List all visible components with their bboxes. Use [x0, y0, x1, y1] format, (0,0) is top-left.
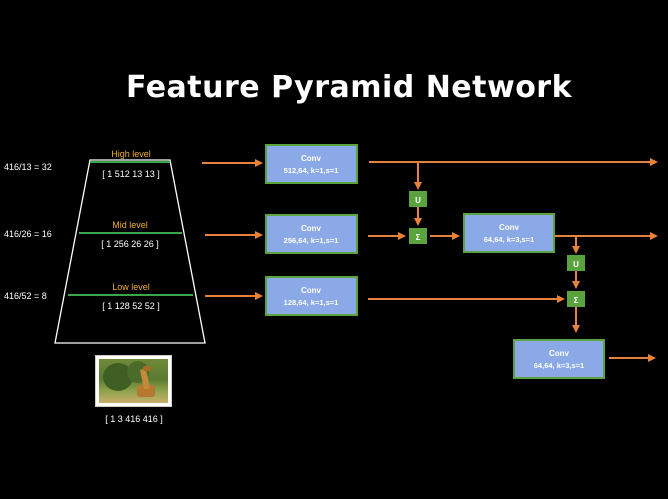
page-title: Feature Pyramid Network: [125, 70, 573, 105]
conv-mid-name: Conv: [301, 224, 322, 233]
conv-mid-out-block: Conv 64,64, k=3,s=1: [463, 213, 555, 253]
conv-mid-out-name: Conv: [499, 223, 520, 232]
conv-low-out-name: Conv: [549, 349, 570, 358]
high-level-dims: [ 1 512 13 13 ]: [102, 169, 160, 179]
mid-scale-label: 416/26 = 16: [4, 229, 52, 239]
upsample-op-1-label: U: [415, 196, 421, 205]
high-scale-label: 416/13 = 32: [4, 162, 52, 172]
low-scale-label: 416/52 = 8: [4, 291, 47, 301]
conv-low-name: Conv: [301, 286, 322, 295]
sum-op-2-label: Σ: [574, 296, 579, 305]
sum-op-2: Σ: [567, 291, 585, 307]
conv-low-out-params: 64,64, k=3,s=1: [534, 361, 584, 370]
mid-level-label: Mid level: [112, 220, 148, 230]
upsample-op-2-label: U: [573, 260, 579, 269]
conv-mid-params: 256,64, k=1,s=1: [284, 236, 339, 245]
conv-high-name: Conv: [301, 154, 322, 163]
mid-level-dims: [ 1 256 26 26 ]: [101, 239, 159, 249]
conv-mid-out-params: 64,64, k=3,s=1: [484, 235, 534, 244]
conv-mid-block: Conv 256,64, k=1,s=1: [265, 214, 358, 254]
input-dims-label: [ 1 3 416 416 ]: [105, 414, 163, 424]
sum-op-1: Σ: [409, 228, 427, 244]
high-level-label: High level: [111, 149, 151, 159]
conv-high-params: 512,64, k=1,s=1: [284, 166, 339, 175]
low-level-dims: [ 1 128 52 52 ]: [102, 301, 160, 311]
conv-low-block: Conv 128,64, k=1,s=1: [265, 276, 358, 316]
conv-low-out-block: Conv 64,64, k=3,s=1: [513, 339, 605, 379]
low-level-label: Low level: [112, 282, 150, 292]
pyramid-outline: [54, 159, 206, 344]
input-image-icon: [95, 355, 172, 407]
upsample-op-2: U: [567, 255, 585, 271]
conv-low-params: 128,64, k=1,s=1: [284, 298, 339, 307]
upsample-op-1: U: [409, 191, 427, 207]
sum-op-1-label: Σ: [416, 233, 421, 242]
conv-high-block: Conv 512,64, k=1,s=1: [265, 144, 358, 184]
